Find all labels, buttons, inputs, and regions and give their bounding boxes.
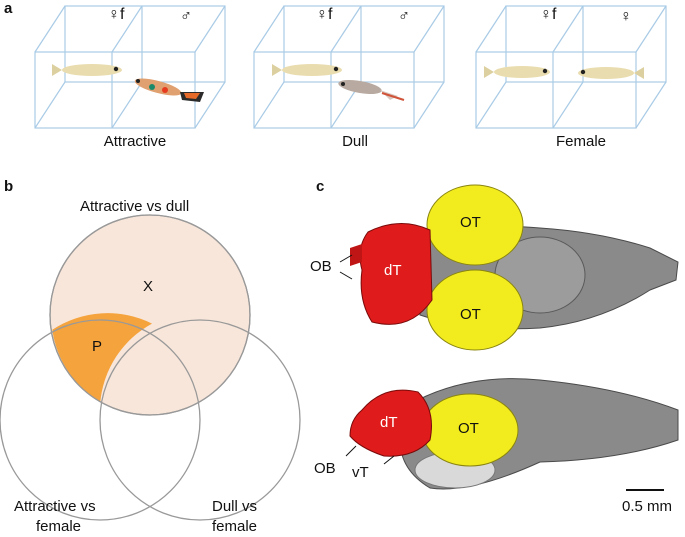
- panel-b-letter: b: [4, 178, 14, 195]
- tank-female-right-symbol: ♀: [620, 8, 632, 25]
- panel-c-letter: c: [316, 178, 325, 195]
- dorsal-ot-bottom-label: OT: [460, 306, 481, 323]
- tank-female-left-symbol: ♀f: [540, 6, 557, 23]
- lateral-vt-label: vT: [352, 464, 369, 481]
- tank-female: [475, 5, 667, 129]
- focal-female-fish-1: [52, 64, 122, 76]
- dorsal-dt-label: dT: [384, 262, 402, 279]
- tank-dull-right-symbol: ♂: [398, 8, 410, 25]
- tank-attractive-left-symbol: ♀f: [108, 6, 125, 23]
- lateral-ot-label: OT: [458, 420, 479, 437]
- venn-circle-attractive-vs-female: [0, 319, 201, 521]
- arrow-ob-dorsal-2: [339, 271, 353, 280]
- venn-region-p-fill: [52, 313, 152, 402]
- tank-attractive-right-symbol: ♂: [180, 8, 192, 25]
- brain-dorsal-view: [350, 184, 679, 351]
- focal-female-fish-2: [272, 64, 342, 76]
- dorsal-ob-label: OB: [310, 258, 332, 275]
- attractive-male-fish: [134, 78, 204, 102]
- tank-dull-left-symbol: ♀f: [316, 6, 333, 23]
- venn-label-attractive-vs-female-2: female: [36, 518, 82, 535]
- tank-attractive: [34, 5, 226, 129]
- tank-dull: [253, 5, 445, 129]
- caption-dull: Dull: [342, 133, 368, 150]
- lateral-dt-label: dT: [380, 414, 398, 431]
- venn-region-p-label: P: [92, 338, 103, 355]
- scale-bar-label: 0.5 mm: [622, 498, 673, 515]
- venn-label-attractive-vs-dull: Attractive vs dull: [80, 198, 190, 215]
- arrow-vt-lateral: [383, 455, 395, 465]
- dorsal-ot-top-label: OT: [460, 214, 481, 231]
- venn-circle-attractive-vs-dull-outline: [49, 214, 251, 416]
- focal-female-fish-3: [484, 66, 550, 78]
- arrow-ob-dorsal-1: [339, 254, 353, 263]
- arrow-ob-lateral: [345, 445, 357, 457]
- female-fish: [578, 67, 644, 79]
- venn-region-x-label: X: [143, 278, 154, 295]
- panel-a-letter: a: [4, 0, 13, 17]
- caption-attractive: Attractive: [103, 133, 167, 150]
- venn-label-dull-vs-female-2: female: [212, 518, 258, 535]
- brain-lateral-view: [349, 378, 679, 490]
- venn-circle-dull-vs-female: [99, 319, 301, 521]
- venn-label-dull-vs-female-1: Dull vs: [212, 498, 258, 515]
- lateral-ob-label: OB: [314, 460, 336, 477]
- venn-label-attractive-vs-female-1: Attractive vs: [14, 498, 96, 515]
- dull-male-fish: [338, 79, 405, 101]
- caption-female: Female: [555, 133, 607, 150]
